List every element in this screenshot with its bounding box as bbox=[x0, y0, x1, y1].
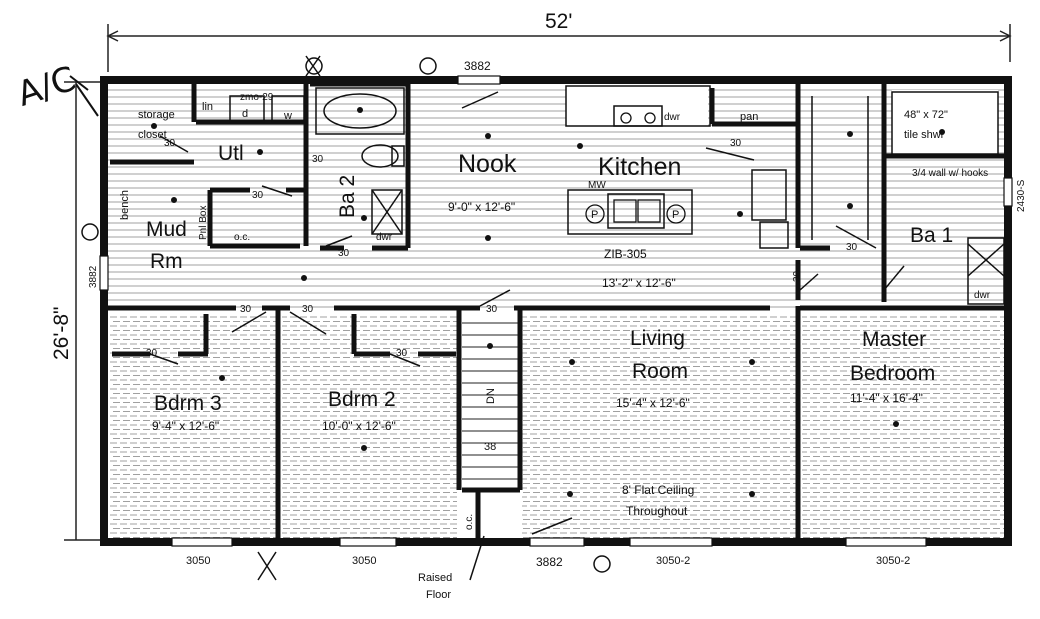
window-bdrm3: 3050 bbox=[186, 555, 210, 567]
great-room-dim: 13'-2" x 12'-6" bbox=[602, 276, 676, 290]
floor-label: Floor bbox=[426, 589, 451, 601]
bedroom-label: Bedroom bbox=[850, 362, 935, 385]
door-width-11: 30 bbox=[846, 242, 858, 253]
pnl-box-label: Pnl Box bbox=[198, 206, 209, 240]
wall-hooks-label: 3/4 wall w/ hooks bbox=[912, 168, 988, 179]
raised-label: Raised bbox=[418, 572, 452, 584]
door-width-3: 30 bbox=[338, 248, 350, 259]
washer-label: w bbox=[283, 110, 292, 122]
door-width-9: 30 bbox=[486, 304, 498, 315]
bdrm2-label: Bdrm 2 bbox=[328, 388, 396, 411]
kitchen-counter-top bbox=[566, 88, 708, 126]
door-width-6: 30 bbox=[302, 304, 314, 315]
range-p-right: P bbox=[672, 209, 679, 221]
ac-mark bbox=[69, 75, 99, 117]
flat-ceiling-label: 8' Flat Ceiling bbox=[622, 483, 694, 497]
stair-38-label: 38 bbox=[484, 441, 496, 453]
window-master: 3050-2 bbox=[876, 555, 910, 567]
room-label: Room bbox=[632, 360, 688, 383]
shower-type-label: tile shwr bbox=[904, 129, 945, 141]
door-width-1: 30 bbox=[312, 154, 324, 165]
bdrm3-dim: 9'-4" x 12'-6" bbox=[152, 419, 219, 433]
door-width-5: 30 bbox=[240, 304, 252, 315]
kitchen-dwr-label: dwr bbox=[664, 112, 681, 123]
overall-width-dimension bbox=[106, 24, 1012, 72]
window-living: 3050-2 bbox=[656, 555, 690, 567]
pantry-label: pan bbox=[740, 111, 758, 123]
overall-depth-label: 26'-8" bbox=[50, 307, 73, 361]
door-width-4: 30 bbox=[164, 138, 176, 149]
kitchen-label: Kitchen bbox=[598, 153, 681, 181]
living-label: Living bbox=[630, 327, 685, 350]
window-bdrm2: 3050 bbox=[352, 555, 376, 567]
island-code: ZIB-305 bbox=[604, 247, 647, 261]
master-dim: 11'-4" x 16'-4" bbox=[850, 391, 923, 405]
window-openings bbox=[99, 75, 1013, 547]
living-dim: 15'-4" x 12'-6" bbox=[616, 396, 690, 410]
door-width-12: 30 bbox=[792, 270, 803, 282]
zmo-label: zmo-29 bbox=[240, 92, 274, 103]
bdrm2-dim: 10'-0" x 12'-6" bbox=[322, 419, 396, 433]
storage-label: storage bbox=[138, 109, 175, 121]
exterior-walls bbox=[100, 76, 1012, 546]
dryer-label: d bbox=[242, 108, 248, 120]
window-right-ba1: 2430-S bbox=[1016, 179, 1027, 212]
nook-kitchen-dim: 9'-0" x 12'-6" bbox=[448, 200, 515, 214]
ba1-shower-tile bbox=[892, 90, 998, 156]
door-width-8: 30 bbox=[396, 348, 408, 359]
overall-width-label: 52' bbox=[545, 10, 572, 33]
window-top-nook: 3882 bbox=[464, 59, 491, 73]
carpet-master bbox=[802, 314, 1006, 540]
utl-oc-label: o.c. bbox=[234, 232, 250, 243]
stair-oc-label: o.c. bbox=[464, 514, 475, 530]
plan-text: 52' 26'-8" A/C Nook Kitchen 9'-0" x 12'-… bbox=[13, 10, 1027, 601]
burners bbox=[585, 112, 686, 224]
bdrm3-label: Bdrm 3 bbox=[154, 392, 222, 415]
door-swings bbox=[149, 91, 905, 535]
window-living-front: 3882 bbox=[536, 555, 563, 569]
carpet-living bbox=[522, 314, 796, 540]
utl-label: Utl bbox=[218, 142, 244, 165]
range-p-left: P bbox=[591, 209, 598, 221]
window-left-mud: 3882 bbox=[88, 265, 99, 288]
nook-label: Nook bbox=[458, 150, 517, 178]
door-width-10: 30 bbox=[730, 138, 742, 149]
mud-label: Mud bbox=[146, 218, 187, 241]
throughout-label: Throughout bbox=[626, 504, 688, 518]
microwave-label: MW bbox=[588, 180, 606, 191]
ac-handwritten-label: A/C bbox=[13, 59, 81, 115]
closet-label: closet bbox=[138, 129, 167, 141]
shower-size-label: 48" x 72" bbox=[904, 109, 948, 121]
door-width-2: 30 bbox=[252, 190, 264, 201]
rm-label: Rm bbox=[150, 250, 183, 273]
master-label: Master bbox=[862, 328, 926, 351]
casework bbox=[229, 85, 1005, 305]
ba1-dwr-label: dwr bbox=[974, 290, 991, 301]
overall-depth-dimension bbox=[64, 81, 100, 541]
interior-walls bbox=[108, 81, 1006, 542]
ba1-label: Ba 1 bbox=[910, 224, 953, 247]
linen-label: lin bbox=[202, 101, 213, 113]
stair-dn-label: DN bbox=[485, 388, 497, 404]
door-width-7: 30 bbox=[146, 348, 158, 359]
ba2-dwr-label: dwr bbox=[376, 232, 393, 243]
bench-label: bench bbox=[119, 190, 131, 220]
ba2-label: Ba 2 bbox=[336, 175, 359, 218]
ceiling-lights bbox=[151, 107, 945, 497]
exterior-fixtures bbox=[81, 55, 611, 581]
